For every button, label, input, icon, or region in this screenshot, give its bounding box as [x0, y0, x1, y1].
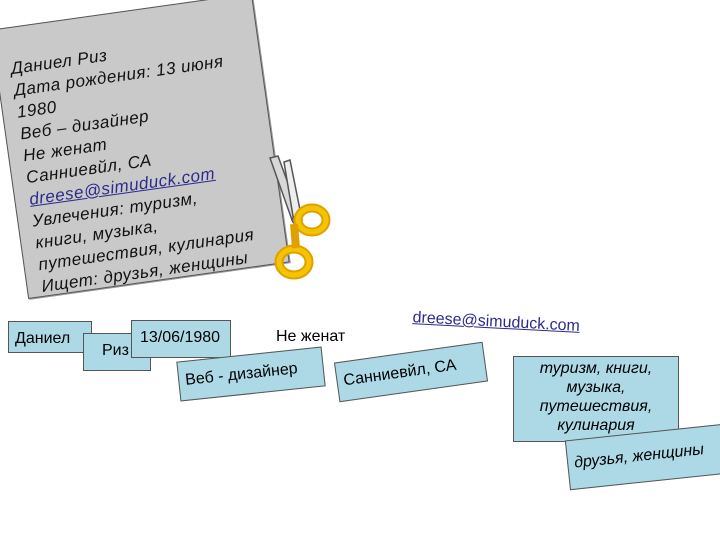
scissors-icon [248, 150, 338, 290]
profile-card: Даниел Риз Дата рождения: 13 июня 1980 В… [0, 0, 290, 299]
fragment-birth-date: 13/06/1980 [131, 320, 231, 358]
fragment-interests: туризм, книги, музыка, путешествия, кули… [513, 356, 679, 442]
fragment-first-name: Даниел [8, 321, 92, 353]
